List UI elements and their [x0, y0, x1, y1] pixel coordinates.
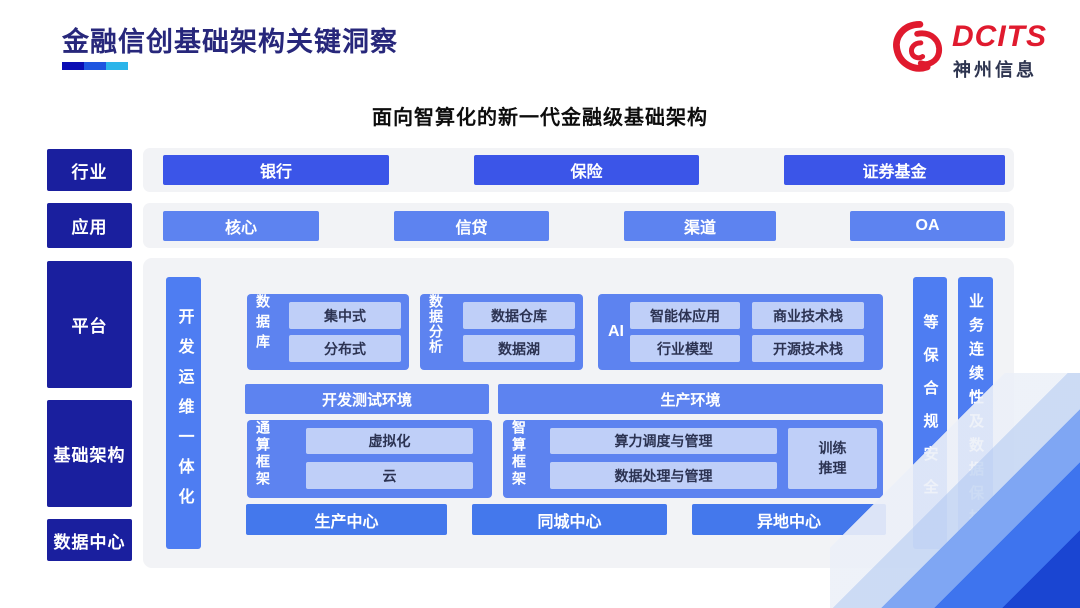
item-virtualization: 虚拟化 [306, 428, 473, 454]
database-group: 数据库 集中式 分布式 [247, 294, 409, 370]
item-centralized: 集中式 [289, 302, 401, 329]
ai-group-label: AI [608, 323, 624, 340]
dcits-logo: DCITS 神州信息 [890, 16, 1050, 80]
diagram-subtitle: 面向智算化的新一代金融级基础架构 [372, 107, 708, 129]
item-cloud: 云 [306, 462, 473, 489]
devops-bar-label: 开发运维一体化 [175, 308, 193, 518]
item-compute-scheduling: 算力调度与管理 [550, 428, 777, 454]
continuity-bar-label: 业务连续性及数据保护 [967, 293, 984, 533]
app-box-oa: OA [850, 211, 1005, 241]
analytics-group: 数据分析 数据仓库 数据湖 [420, 294, 583, 370]
title-underline [62, 62, 128, 70]
devops-bar: 开发运维一体化 [166, 277, 201, 549]
layer-label-datacenter: 数据中心 [47, 519, 132, 561]
industry-box-insurance: 保险 [474, 155, 699, 185]
item-training-inference: 训练 推理 [788, 428, 877, 489]
item-data-processing: 数据处理与管理 [550, 462, 777, 489]
ai-group: AI 智能体应用 行业模型 商业技术栈 开源技术栈 [598, 294, 883, 370]
database-group-label: 数据库 [255, 294, 271, 354]
center-box-production: 生产中心 [246, 504, 447, 535]
app-box-core: 核心 [163, 211, 319, 241]
application-band: 核心 信贷 渠道 OA [143, 203, 1014, 248]
layer-label-industry: 行业 [47, 149, 132, 191]
env-box-production: 生产环境 [498, 384, 883, 414]
app-box-credit: 信贷 [394, 211, 549, 241]
dcits-swirl-icon [893, 20, 943, 72]
industry-band: 银行 保险 证券基金 [143, 148, 1014, 192]
center-box-remote: 异地中心 [692, 504, 886, 535]
ai-compute-group: 智算框架 算力调度与管理 数据处理与管理 训练 推理 [503, 420, 883, 498]
logo-company-text: 神州信息 [953, 60, 1037, 80]
analytics-group-label: 数据分析 [428, 294, 444, 354]
item-industry-model: 行业模型 [630, 335, 740, 362]
logo-brand-text: DCITS [952, 20, 1047, 53]
industry-box-securities: 证券基金 [784, 155, 1005, 185]
item-agent-apps: 智能体应用 [630, 302, 740, 329]
business-continuity-bar: 业务连续性及数据保护 [958, 277, 993, 549]
security-bar-label: 等保合规安全 [921, 314, 939, 512]
industry-box-bank: 银行 [163, 155, 389, 185]
item-distributed: 分布式 [289, 335, 401, 362]
ai-compute-label: 智算框架 [511, 420, 527, 488]
item-commercial-stack: 商业技术栈 [752, 302, 864, 329]
training-line: 训练 [818, 439, 847, 456]
general-compute-group: 通算框架 虚拟化 云 [247, 420, 492, 498]
item-data-lake: 数据湖 [463, 335, 575, 362]
inference-line: 推理 [818, 459, 847, 476]
item-open-source-stack: 开源技术栈 [752, 335, 864, 362]
app-box-channel: 渠道 [624, 211, 776, 241]
layer-label-platform: 平台 [47, 261, 132, 388]
platform-band: 开发运维一体化 数据库 集中式 分布式 数据分析 数据仓库 数据湖 AI 智能体… [143, 258, 1014, 568]
security-compliance-bar: 等保合规安全 [913, 277, 947, 549]
page-title: 金融信创基础架构关键洞察 [62, 27, 398, 57]
item-data-warehouse: 数据仓库 [463, 302, 575, 329]
layer-label-application: 应用 [47, 203, 132, 248]
general-compute-label: 通算框架 [255, 420, 271, 488]
center-box-same-city: 同城中心 [472, 504, 667, 535]
layer-label-infrastructure: 基础架构 [47, 400, 132, 507]
env-box-dev-test: 开发测试环境 [245, 384, 489, 414]
